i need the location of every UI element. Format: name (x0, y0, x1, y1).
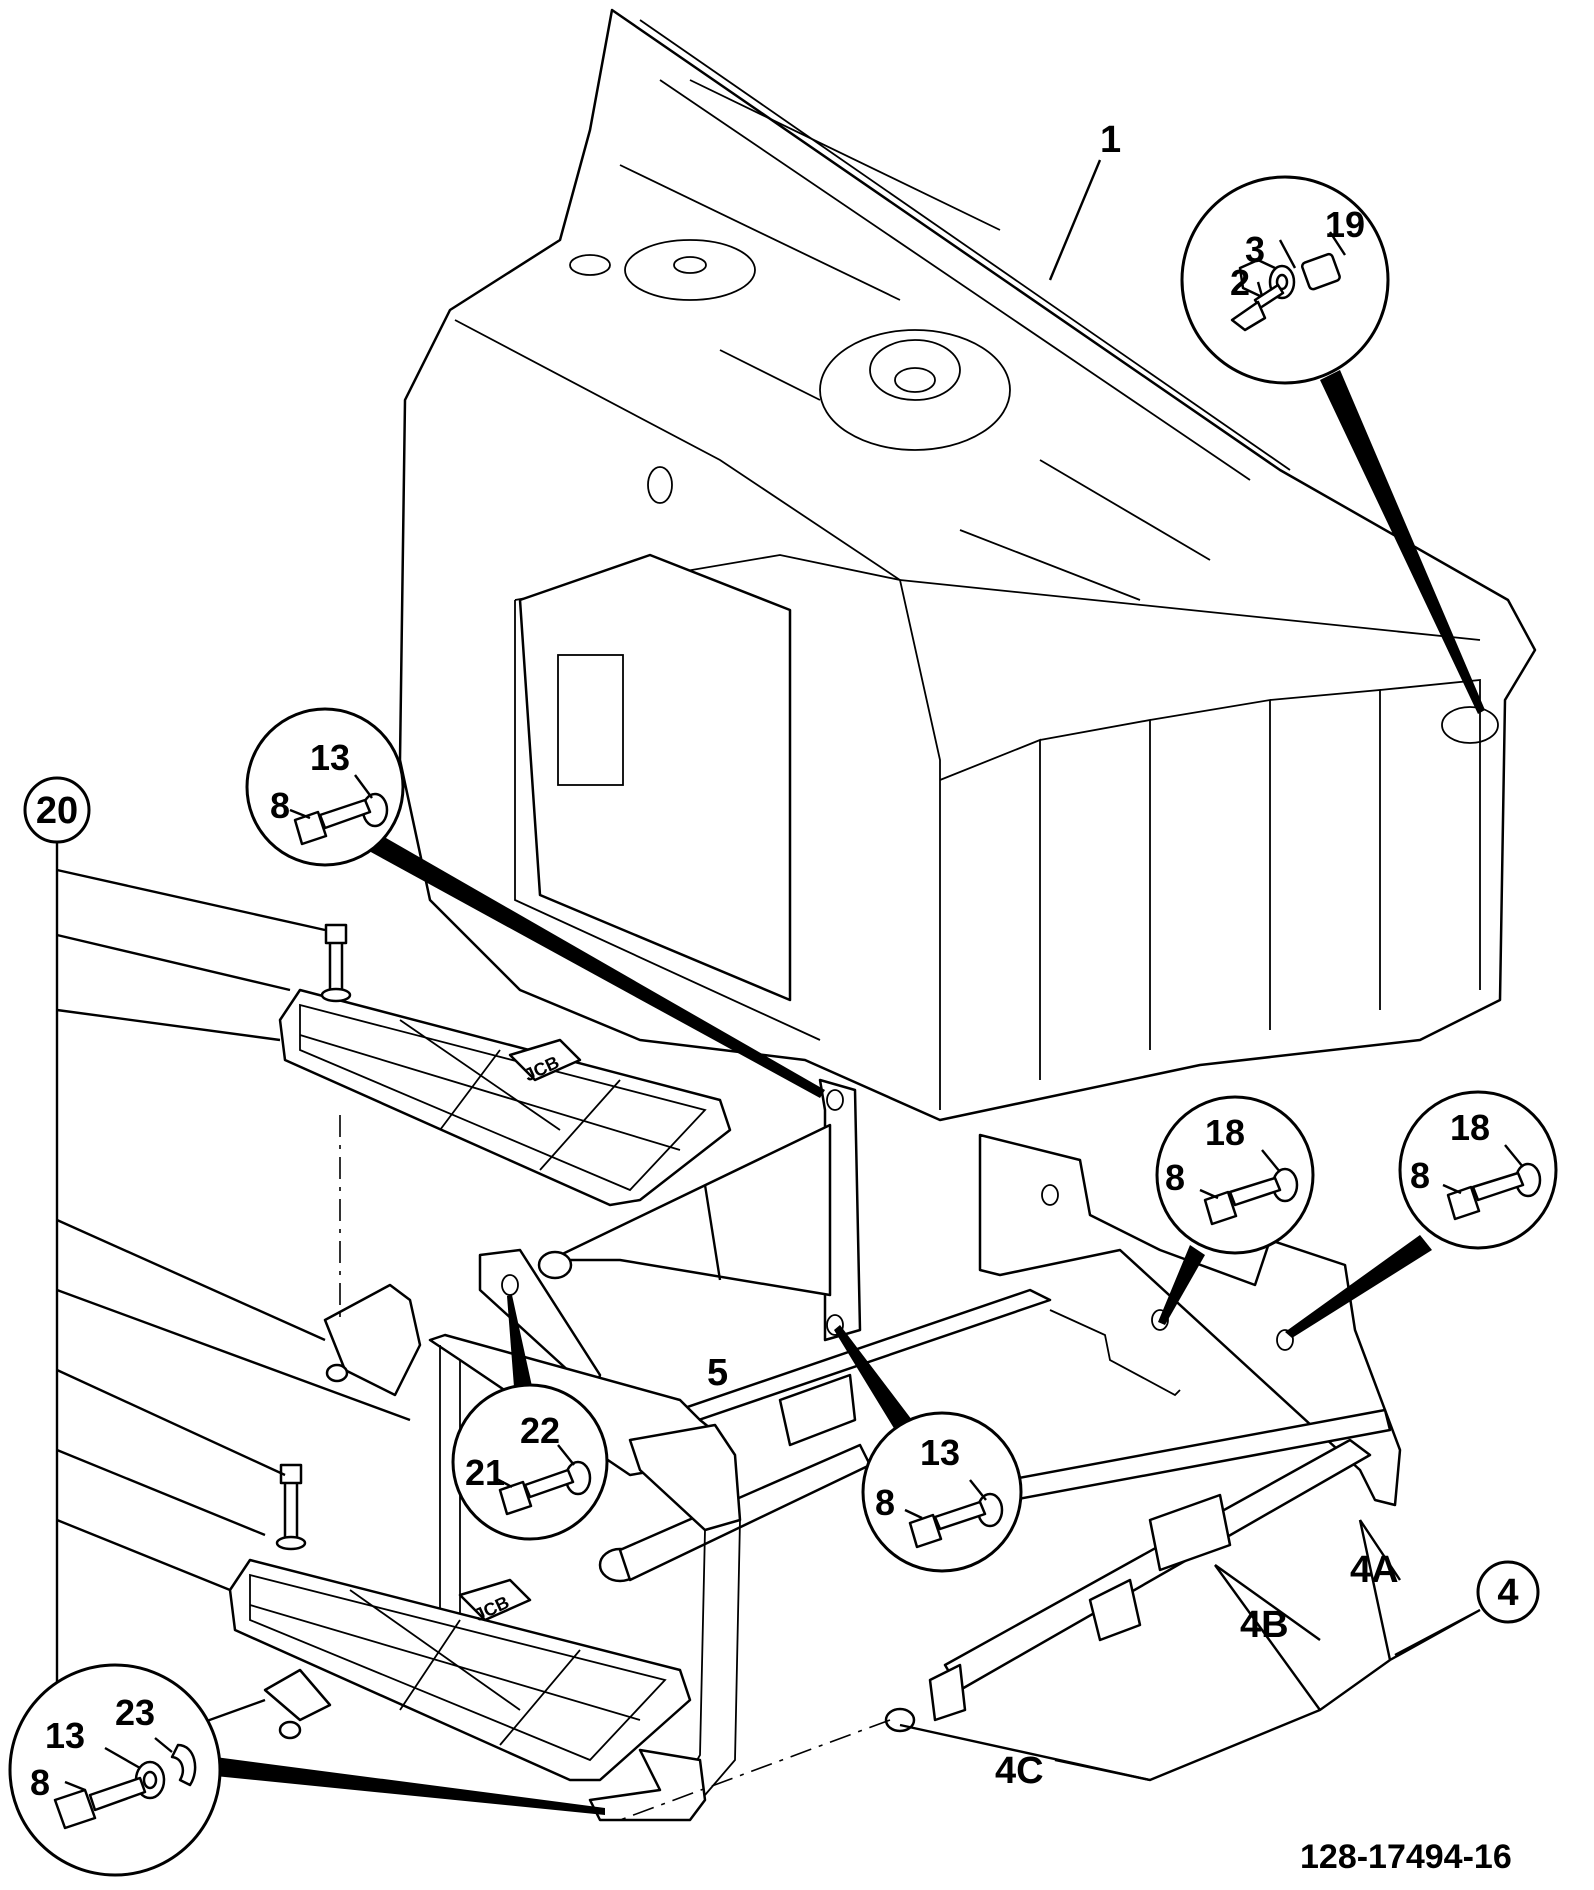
callout-20: 20 (23, 776, 91, 844)
fuel-tank (398, 8, 1537, 1122)
callout-20-leaders (55, 840, 411, 1777)
detail-label-8-b: 8 (1410, 1155, 1430, 1196)
detail-mid-right-a: 18 8 (1155, 1095, 1315, 1255)
detail-label-21: 21 (465, 1452, 505, 1493)
detail-label-22: 22 (520, 1410, 560, 1451)
detail-lower-center: 13 8 (861, 1411, 1023, 1573)
callout-4b-label: 4B (1240, 1604, 1289, 1646)
detail-label-18-a: 18 (1205, 1112, 1245, 1153)
detail-label-13-upper: 13 (310, 737, 350, 778)
detail-top-right: 19 3 2 (1180, 175, 1390, 385)
callout-20-label: 20 (36, 790, 78, 832)
detail-mid-right-b: 18 8 (1398, 1090, 1558, 1250)
detail-label-8-upper: 8 (270, 785, 290, 826)
detail-upper-left: 13 8 (245, 707, 405, 867)
lower-step: JCB (228, 1333, 742, 1822)
wedge-top-right (1320, 370, 1485, 714)
detail-label-13-lower: 13 (920, 1432, 960, 1473)
detail-bottom-left: 13 23 8 (8, 1663, 222, 1877)
detail-label-3: 3 (1245, 229, 1265, 270)
upper-step: JCB (278, 923, 732, 1397)
detail-label-18-b: 18 (1450, 1107, 1490, 1148)
wedge-mid-right-a (1158, 1245, 1205, 1325)
detail-leaders (200, 159, 1485, 1821)
callout-1-label: 1 (1100, 119, 1121, 161)
detail-label-19: 19 (1325, 204, 1365, 245)
wedge-mid-right-b (1285, 1235, 1432, 1338)
callout-4: 4 (1476, 1560, 1540, 1624)
callout-4a-label: 4A (1350, 1549, 1399, 1591)
callout-5-label: 5 (707, 1352, 728, 1394)
detail-label-23: 23 (115, 1692, 155, 1733)
wedge-center (507, 1295, 535, 1400)
detail-label-8-bottom: 8 (30, 1762, 50, 1803)
callout-4-label: 4 (1497, 1572, 1518, 1614)
drawing-reference-number: 128-17494-16 (1300, 1838, 1512, 1876)
step-bracket (478, 1078, 862, 1397)
detail-center: 22 21 (451, 1383, 609, 1541)
wedge-upper-left (358, 830, 825, 1098)
detail-label-8-a: 8 (1165, 1157, 1185, 1198)
wedge-lower-center (834, 1325, 912, 1430)
detail-label-2: 2 (1230, 262, 1250, 303)
detail-label-8-lower: 8 (875, 1482, 895, 1523)
shaft-assembly (598, 1288, 1372, 1733)
callout-4c-label: 4C (995, 1750, 1044, 1792)
detail-label-13-bottom: 13 (45, 1715, 85, 1756)
wedge-bottom-left (200, 1755, 605, 1815)
